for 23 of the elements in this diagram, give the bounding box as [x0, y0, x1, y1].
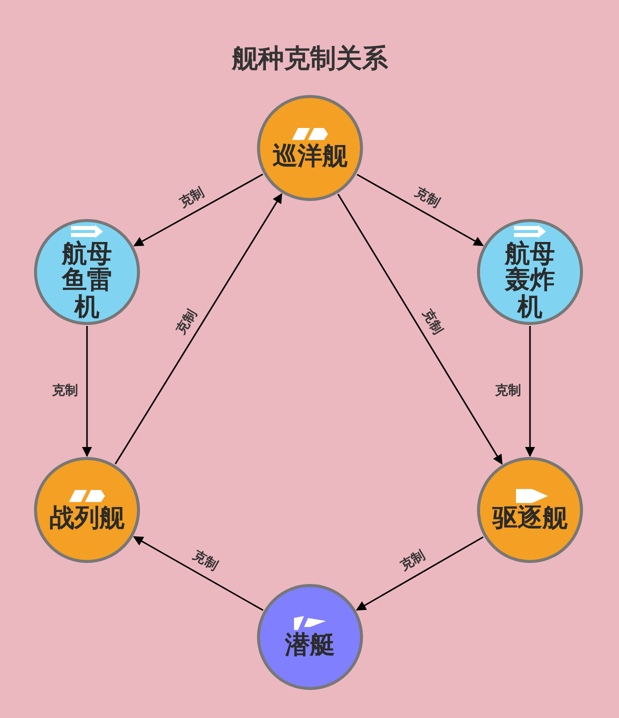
edge-label: 克制 — [51, 384, 79, 398]
arrow — [356, 174, 484, 246]
unit-name: 航母轰炸机 — [504, 241, 556, 320]
edge-label: 克制 — [174, 306, 200, 337]
unit-name: 巡洋舰 — [272, 143, 348, 170]
arrow — [525, 326, 535, 457]
diagram-title: 舰种克制关系 — [230, 43, 389, 76]
unit-name: 潜艇 — [284, 632, 336, 659]
unit-name: 驱逐舰 — [491, 505, 568, 532]
edge-label: 克制 — [411, 185, 442, 210]
arrow — [82, 326, 92, 457]
unit-name: 航母鱼雷机 — [60, 241, 113, 320]
edge-label: 克制 — [494, 384, 522, 398]
arrow — [356, 536, 484, 611]
arrow — [133, 536, 264, 611]
arrow — [114, 193, 282, 464]
edge-label: 克制 — [190, 548, 221, 574]
edge-label: 克制 — [419, 306, 445, 338]
unit-name: 战列舰 — [48, 505, 126, 532]
edge-label: 克制 — [398, 548, 428, 574]
edge-label: 克制 — [176, 185, 208, 210]
arrow — [133, 174, 264, 246]
arrow — [337, 194, 503, 465]
